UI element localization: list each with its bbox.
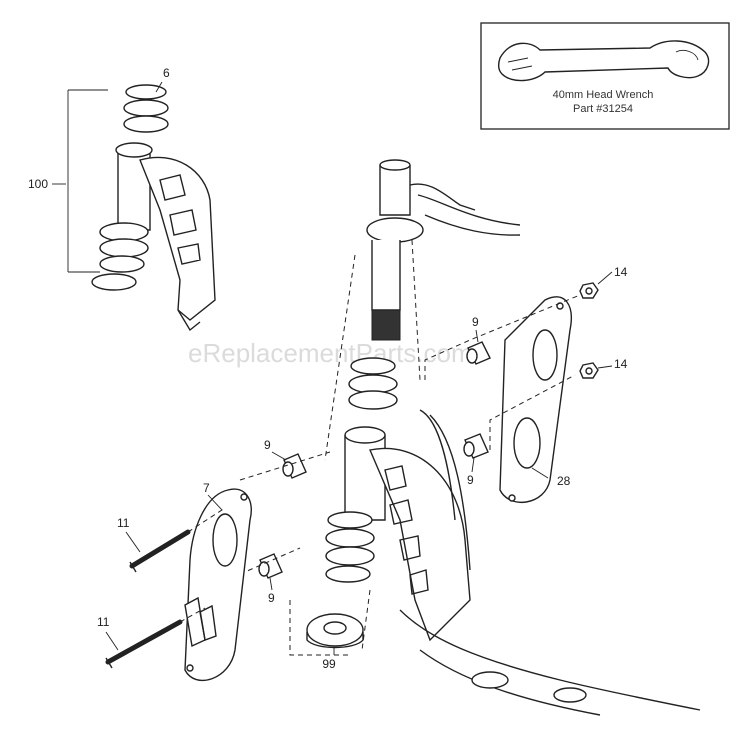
callout-6: 6 — [163, 66, 170, 80]
callout-14-bottom: 14 — [614, 357, 628, 371]
callout-9-left-upper: 9 — [264, 438, 271, 452]
spacer-9-left-lower — [258, 553, 283, 579]
spacer-9-right — [463, 433, 489, 459]
callout-99: 99 — [322, 657, 336, 671]
headset-subassembly — [67, 84, 216, 332]
callout-11-lower: 11 — [97, 615, 110, 629]
watermark-text: eReplacementParts.com — [188, 338, 473, 368]
nut-14-top — [579, 282, 599, 299]
callout-9-upper: 9 — [472, 315, 479, 329]
side-plate-28 — [499, 296, 572, 504]
callout-14-top: 14 — [614, 265, 628, 279]
callout-7: 7 — [203, 481, 210, 495]
spacer-9-upper — [466, 341, 491, 365]
callout-11-upper: 11 — [117, 516, 130, 530]
steerer-column — [348, 159, 521, 410]
callout-9-left-lower: 9 — [268, 591, 275, 605]
callout-28: 28 — [557, 474, 571, 488]
callout-9-right: 9 — [467, 473, 474, 487]
callout-100: 100 — [28, 177, 48, 191]
inset-part-number: Part #31254 — [573, 103, 633, 115]
head-wrench-inset: 40mm Head Wrench Part #31254 — [480, 22, 730, 130]
nut-14-bottom — [579, 362, 599, 379]
side-plate-7 — [184, 488, 252, 681]
bottom-cup-99 — [306, 613, 364, 649]
bolt-11-upper — [129, 529, 191, 573]
bolt-11-lower — [105, 619, 183, 669]
head-wrench-icon — [497, 40, 710, 82]
frame-head-tube — [325, 409, 701, 716]
inset-title: 40mm Head Wrench — [553, 89, 654, 101]
